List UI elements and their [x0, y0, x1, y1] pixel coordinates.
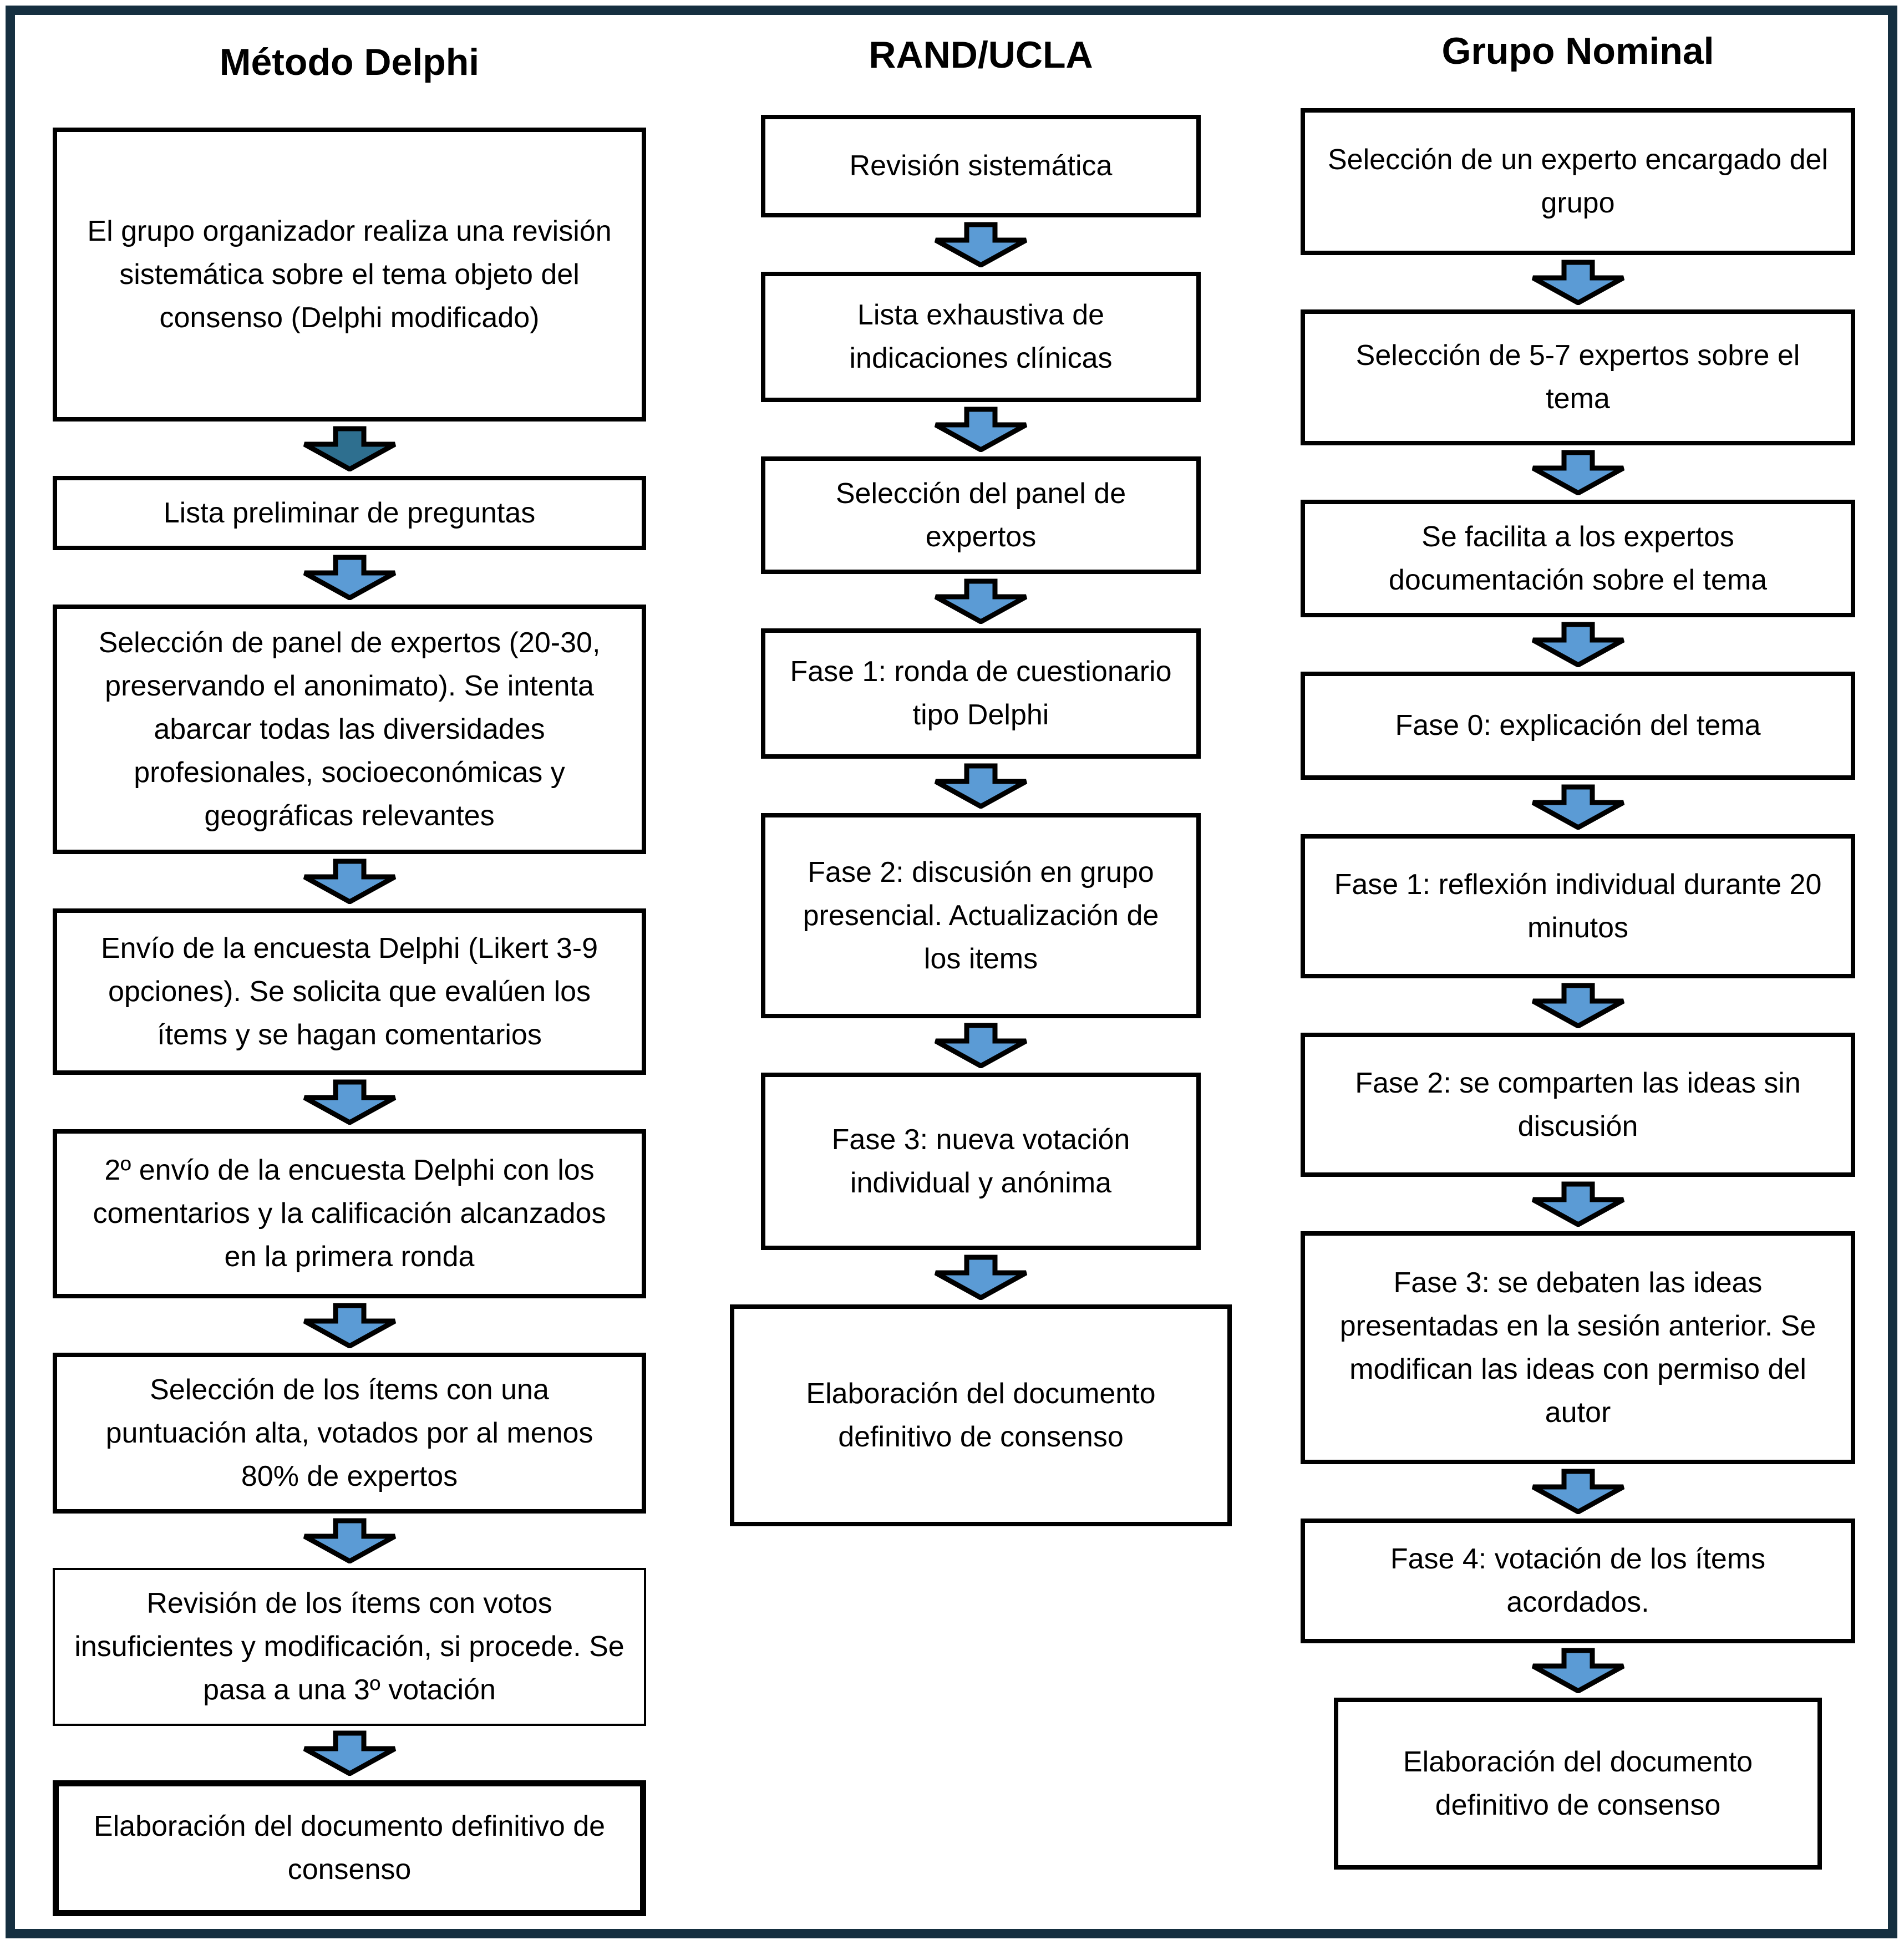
step-box: Fase 2: se comparten las ideas sin discu…	[1301, 1032, 1855, 1177]
column-metodo-delphi: Método Delphi El grupo organizador reali…	[53, 42, 646, 1916]
step-box: Revisión de los ítems con votos insufici…	[53, 1567, 646, 1726]
step-text: Elaboración del documento definitivo de …	[806, 1377, 1156, 1453]
step-text: Lista exhaustiva de indicaciones clínica…	[849, 299, 1113, 375]
down-arrow-icon	[1531, 784, 1624, 830]
down-arrow-icon	[934, 1255, 1028, 1300]
down-arrow-icon	[303, 1303, 396, 1348]
step-text: Selección de los ítems con una puntuació…	[105, 1373, 593, 1492]
down-arrow-icon	[303, 1730, 396, 1776]
step-text: Revisión de los ítems con votos insufici…	[74, 1587, 624, 1707]
step-box: Lista exhaustiva de indicaciones clínica…	[761, 271, 1201, 402]
step-box: Selección del panel de expertos	[761, 456, 1201, 574]
down-arrow-icon	[1531, 1469, 1624, 1514]
step-text: Selección de un experto encargado del gr…	[1328, 144, 1828, 220]
step-box: El grupo organizador realiza una revisió…	[53, 127, 646, 421]
down-arrow-icon	[1531, 1648, 1624, 1693]
down-arrow-icon	[303, 1079, 396, 1125]
step-text: Se facilita a los expertos documentación…	[1388, 520, 1768, 596]
down-arrow-icon	[1531, 260, 1624, 305]
step-text: Selección de panel de expertos (20-30, p…	[98, 626, 601, 832]
step-box: Fase 1: ronda de cuestionario tipo Delph…	[761, 628, 1201, 759]
column-grupo-nominal: Grupo Nominal Selección de un experto en…	[1301, 31, 1855, 1870]
down-arrow-icon	[303, 1518, 396, 1563]
column-rand-ucla: RAND/UCLA Revisión sistemática Lista exh…	[730, 34, 1232, 1526]
step-box: Selección de 5-7 expertos sobre el tema	[1301, 309, 1855, 445]
step-text: El grupo organizador realiza una revisió…	[87, 215, 612, 334]
step-text: Fase 1: reflexión individual durante 20 …	[1334, 868, 1822, 944]
step-box: Elaboración del documento definitivo de …	[730, 1304, 1232, 1526]
column-title-metodo-delphi: Método Delphi	[219, 41, 480, 83]
step-text: Envío de la encuesta Delphi (Likert 3-9 …	[100, 932, 598, 1051]
step-text: Fase 3: se debaten las ideas presentadas…	[1339, 1266, 1816, 1429]
step-box: Selección de panel de expertos (20-30, p…	[53, 604, 646, 854]
down-arrow-icon	[934, 222, 1028, 267]
step-text: Fase 4: votación de los ítems acordados.	[1390, 1543, 1766, 1619]
step-box: Lista preliminar de preguntas	[53, 475, 646, 550]
step-box: Selección de un experto encargado del gr…	[1301, 108, 1855, 255]
step-text: Fase 1: ronda de cuestionario tipo Delph…	[790, 656, 1172, 732]
step-text: Elaboración del documento definitivo de …	[1403, 1745, 1753, 1821]
step-box: Fase 0: explicación del tema	[1301, 671, 1855, 780]
step-text: Fase 2: discusión en grupo presencial. A…	[803, 856, 1159, 975]
step-text: Elaboración del documento definitivo de …	[93, 1810, 606, 1886]
down-arrow-icon	[303, 426, 396, 471]
down-arrow-icon	[934, 407, 1028, 452]
step-box: Elaboración del documento definitivo de …	[1334, 1697, 1822, 1870]
down-arrow-icon	[934, 578, 1028, 624]
step-box: Selección de los ítems con una puntuació…	[53, 1352, 646, 1514]
down-arrow-icon	[934, 763, 1028, 809]
step-box: Fase 1: reflexión individual durante 20 …	[1301, 834, 1855, 978]
step-box: Fase 4: votación de los ítems acordados.	[1301, 1518, 1855, 1643]
step-text: Fase 0: explicación del tema	[1395, 709, 1761, 742]
step-box: 2º envío de la encuesta Delphi con los c…	[53, 1129, 646, 1298]
step-box: Se facilita a los expertos documentación…	[1301, 499, 1855, 617]
step-box: Revisión sistemática	[761, 114, 1201, 217]
step-text: Selección del panel de expertos	[835, 477, 1126, 553]
down-arrow-icon	[1531, 1181, 1624, 1227]
column-title-grupo-nominal: Grupo Nominal	[1441, 30, 1714, 72]
down-arrow-icon	[1531, 450, 1624, 495]
down-arrow-icon	[934, 1023, 1028, 1068]
down-arrow-icon	[1531, 983, 1624, 1028]
step-text: Revisión sistemática	[849, 150, 1113, 182]
down-arrow-icon	[303, 859, 396, 904]
step-box: Elaboración del documento definitivo de …	[53, 1780, 646, 1916]
step-text: Lista preliminar de preguntas	[163, 496, 536, 529]
step-text: Fase 3: nueva votación individual y anón…	[831, 1123, 1130, 1199]
step-box: Fase 2: discusión en grupo presencial. A…	[761, 812, 1201, 1018]
step-text: 2º envío de la encuesta Delphi con los c…	[93, 1154, 606, 1273]
step-text: Selección de 5-7 expertos sobre el tema	[1355, 339, 1800, 415]
step-box: Fase 3: se debaten las ideas presentadas…	[1301, 1231, 1855, 1464]
step-box: Fase 3: nueva votación individual y anón…	[761, 1072, 1201, 1250]
down-arrow-icon	[1531, 622, 1624, 667]
down-arrow-icon	[303, 555, 396, 600]
step-box: Envío de la encuesta Delphi (Likert 3-9 …	[53, 908, 646, 1075]
step-text: Fase 2: se comparten las ideas sin discu…	[1355, 1067, 1801, 1142]
column-title-rand-ucla: RAND/UCLA	[869, 34, 1093, 76]
